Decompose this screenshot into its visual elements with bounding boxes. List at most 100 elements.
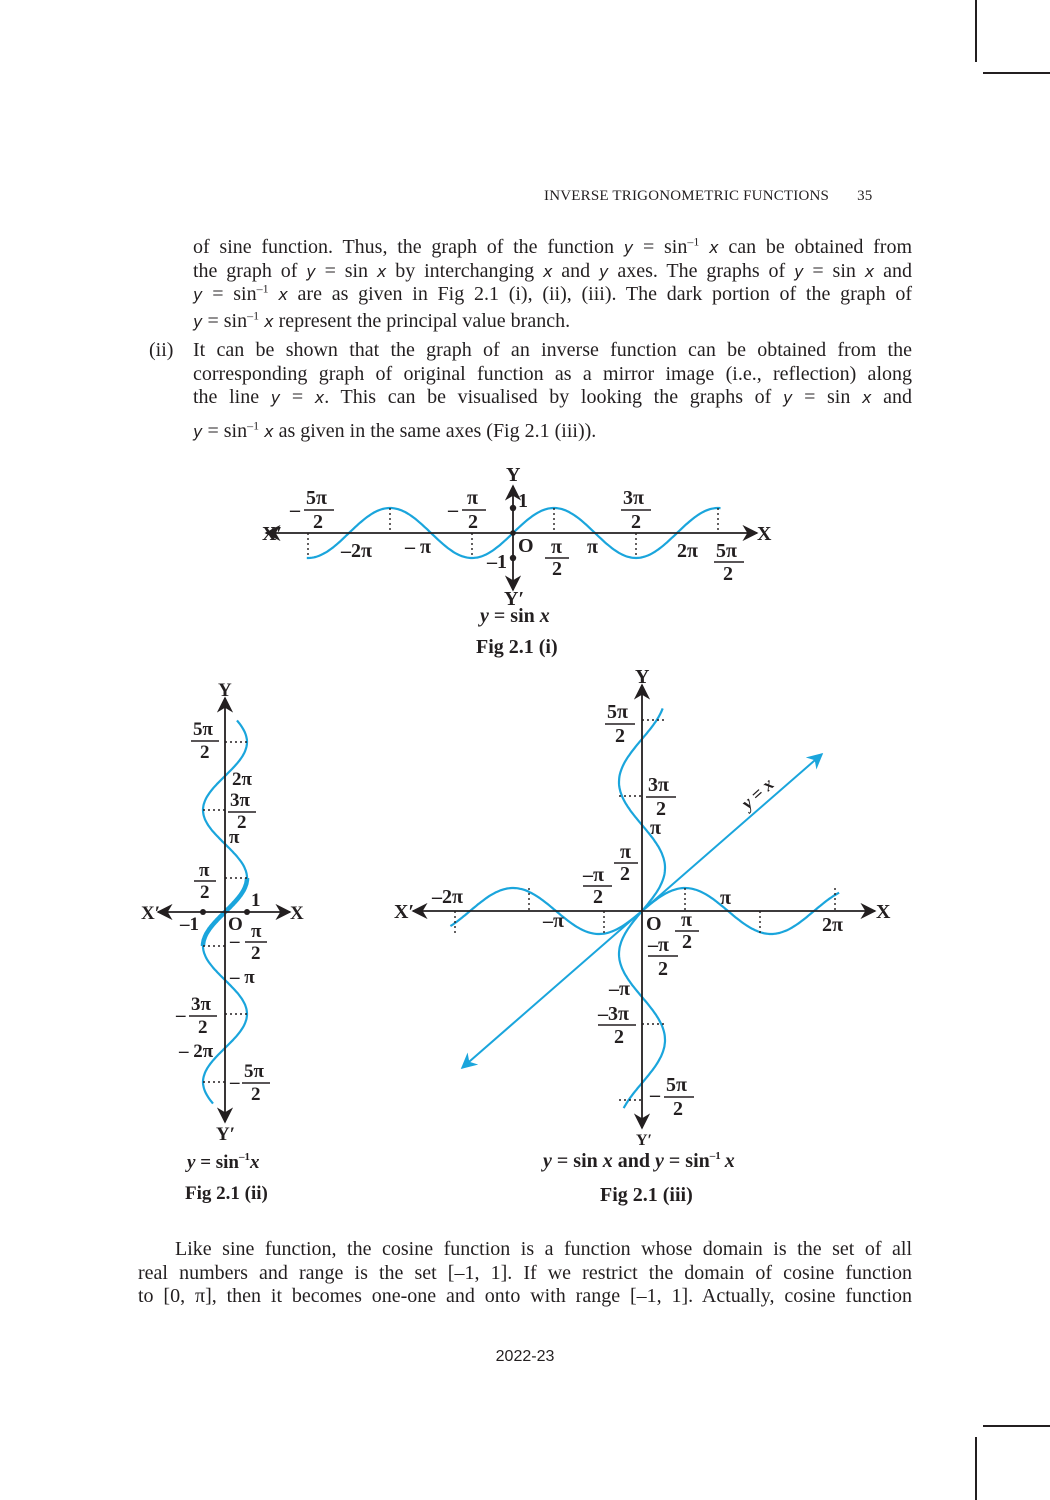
line-y-equals-x-label: y = x	[736, 774, 778, 814]
label-neg-3pi-den: 2	[198, 1017, 208, 1038]
label-neg-5pi2-sign: –	[289, 499, 301, 521]
label-neg-pi2-y-num: –π	[647, 934, 669, 956]
label-neg-pi: – π	[229, 967, 255, 988]
label-pi: π	[229, 827, 240, 848]
point-x-1	[244, 909, 250, 915]
label-neg-2pi: –2π	[431, 886, 463, 908]
axis-x-label: X	[757, 523, 772, 545]
axis-y-label: Y	[506, 464, 521, 486]
tick-neg1: –1	[179, 914, 199, 935]
label-neg-3pi-den: 2	[614, 1026, 624, 1048]
label-5pi-den: 2	[313, 511, 323, 533]
label-neg-pi-x: –π	[542, 910, 564, 932]
label-pi2-y-num: π	[620, 841, 631, 863]
point-origin	[510, 530, 516, 536]
label-neg-3pi-num: 3π	[191, 994, 212, 1015]
tick-1: 1	[251, 890, 261, 911]
point-y-1	[509, 504, 517, 512]
running-header: INVERSE TRIGONOMETRIC FUNCTIONS 35	[544, 188, 873, 205]
label-pi-y: π	[650, 817, 661, 839]
figure-caption-i: Fig 2.1 (i)	[476, 636, 558, 658]
label-neg-pi2-x-den: 2	[593, 886, 603, 908]
tick-1: 1	[518, 490, 528, 512]
label-neg-pi: – π	[404, 536, 431, 558]
axis-x-neg-label: X′	[262, 523, 282, 545]
label-neg-5pi-num: 5π	[244, 1061, 265, 1082]
label-neg-pi2-den: 2	[251, 943, 261, 964]
point-y-neg1	[509, 554, 517, 562]
label-pi2-den: 2	[200, 882, 210, 903]
axis-y-neg-label: Y′	[504, 588, 524, 610]
label-neg-2pi: –2π	[340, 540, 372, 562]
item2-line2: corresponding graph of original function…	[193, 362, 912, 385]
label-5pi-num: 5π	[607, 701, 628, 723]
tick-neg1: –1	[486, 551, 507, 573]
axis-x-label: X	[876, 901, 891, 923]
label-neg-pi-y: –π	[608, 978, 630, 1000]
label-neg-pi2-sign: –	[447, 499, 459, 521]
label-pi2-y-den: 2	[620, 863, 630, 885]
label-neg-pi2-x-num: –π	[582, 864, 604, 886]
label-2pi: 2π	[232, 769, 253, 790]
para2-line2: real numbers and range is the set [–1, 1…	[138, 1261, 912, 1284]
paragraph-mirror-image: It can be shown that the graph of an inv…	[193, 339, 912, 443]
label-neg-5pi-num: 5π	[666, 1074, 687, 1096]
axis-y-neg-label: Y′	[636, 1132, 652, 1149]
origin-label: O	[228, 914, 243, 935]
label-pi2-den: 2	[468, 511, 478, 533]
point-x-neg1	[200, 909, 206, 915]
label-pi2-num: π	[467, 487, 478, 509]
label-neg-3pi2-sign: –	[175, 1005, 186, 1026]
label-5pi-num: 5π	[306, 487, 327, 509]
label-neg-5pi2-sign: –	[649, 1084, 661, 1106]
figure-caption-iii: Fig 2.1 (iii)	[600, 1184, 693, 1206]
equation-arcsin: y = sin–1x	[185, 1151, 260, 1173]
axis-y-label: Y	[218, 680, 232, 701]
label-neg-2pi: – 2π	[178, 1041, 214, 1062]
dotted-guides	[203, 741, 247, 1083]
equation-sin: y = sin x	[478, 605, 550, 627]
crop-mark-top-horizontal	[983, 72, 1050, 74]
footer-year: 2022-23	[495, 1348, 555, 1365]
page-number: 35	[857, 188, 873, 204]
label-5pi2-below-den: 2	[723, 563, 733, 585]
dotted-guides	[454, 719, 836, 1101]
label-neg-5pi2-sign: –	[229, 1072, 240, 1093]
axis-x-label: X	[290, 903, 304, 924]
label-pi2-x-den: 2	[682, 931, 692, 953]
label-neg-3pi-num: –3π	[597, 1003, 629, 1025]
crop-mark-top-vertical	[975, 0, 977, 62]
label-neg-pi2-num: π	[251, 921, 262, 942]
label-neg-5pi-den: 2	[673, 1098, 683, 1120]
label-3pi-den: 2	[631, 511, 641, 533]
label-3pi-den: 2	[656, 798, 666, 820]
axis-x-neg-label: X′	[141, 903, 160, 924]
header-title: INVERSE TRIGONOMETRIC FUNCTIONS	[544, 188, 830, 204]
axis-x-neg-label: X′	[394, 901, 414, 923]
para1-line1: of sine function. Thus, the graph of the…	[193, 234, 912, 258]
label-3pi-num: 3π	[648, 774, 669, 796]
label-neg-5pi-den: 2	[251, 1084, 261, 1105]
label-pi2-num: π	[199, 860, 210, 881]
label-2pi: 2π	[822, 914, 843, 936]
crop-mark-bottom-horizontal	[983, 1425, 1050, 1427]
label-pi: π	[587, 536, 598, 558]
figure-caption-ii: Fig 2.1 (ii)	[185, 1183, 268, 1204]
label-3pi-den: 2	[237, 812, 247, 833]
item2-line3: the line y = x. This can be visualised b…	[193, 386, 912, 408]
origin-label: O	[518, 535, 534, 557]
label-neg-pi2-y-den: 2	[658, 958, 668, 980]
para2-line1: Like sine function, the cosine function …	[175, 1238, 912, 1260]
axis-y-label: Y	[635, 666, 650, 688]
label-3pi-num: 3π	[623, 487, 644, 509]
label-2pi: 2π	[677, 540, 698, 562]
origin-label: O	[646, 913, 662, 935]
label-5pi-num: 5π	[193, 719, 214, 740]
item2-line1: It can be shown that the graph of an inv…	[193, 339, 912, 361]
label-pi2-below-num: π	[551, 536, 562, 558]
label-pi-x: π	[720, 887, 731, 909]
label-pi2-below-den: 2	[552, 558, 562, 580]
label-5pi-den: 2	[200, 742, 210, 763]
